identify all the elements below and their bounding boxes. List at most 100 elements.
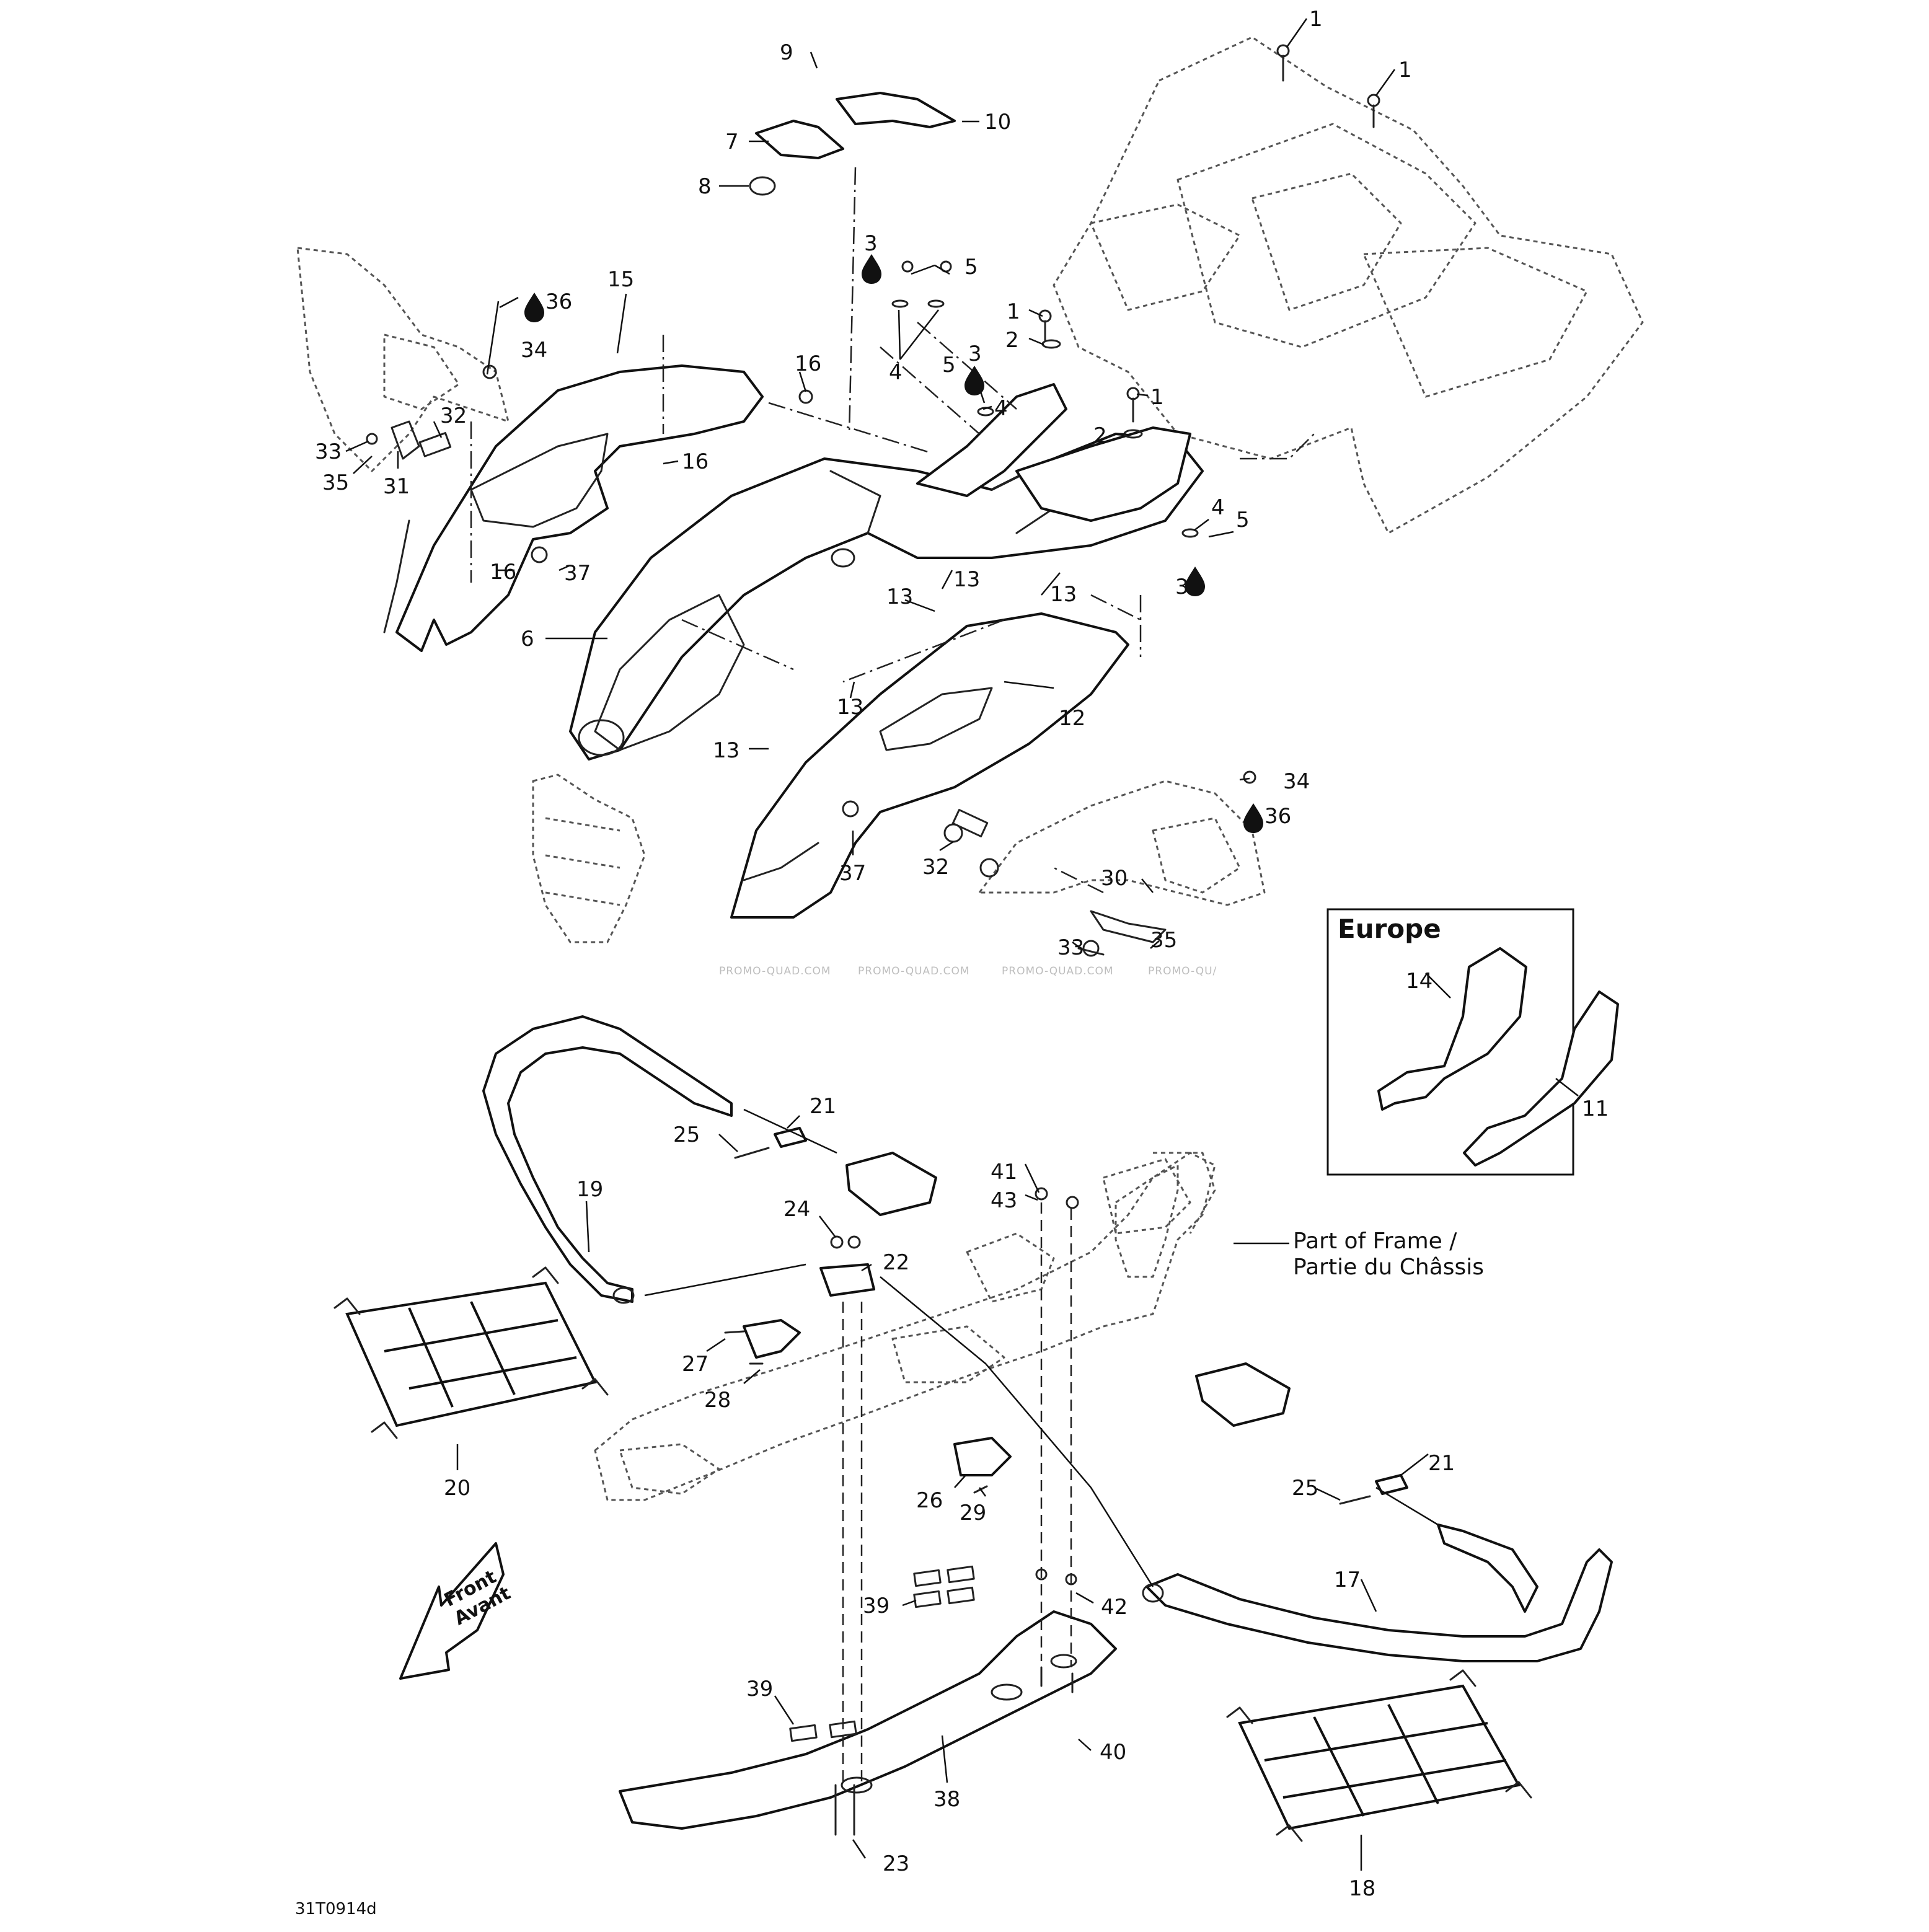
right-footrest-18	[1226, 1669, 1532, 1842]
europe-inset: Europe	[1326, 908, 1619, 1176]
bottom-fasteners	[724, 1147, 1371, 1836]
callout-9: 9	[780, 40, 793, 65]
callout-5: 5	[1236, 508, 1250, 532]
callout-13: 13	[837, 695, 863, 720]
callout-10: 10	[984, 110, 1011, 135]
callout-20: 20	[444, 1476, 470, 1501]
callout-37: 37	[564, 561, 591, 586]
callout-18: 18	[1349, 1876, 1375, 1901]
callout-36: 36	[1265, 804, 1291, 829]
callout-35: 35	[322, 470, 349, 495]
callout-2: 2	[1005, 328, 1019, 353]
callout-32: 32	[922, 855, 949, 880]
callout-28: 28	[704, 1388, 731, 1413]
callout-19: 19	[576, 1177, 603, 1202]
callout-23: 23	[883, 1851, 909, 1876]
callout-3: 3	[1175, 575, 1189, 599]
frame-note: Part of Frame / Partie du Châssis	[1293, 1228, 1484, 1280]
callout-38: 38	[934, 1787, 960, 1812]
callout-41: 41	[991, 1160, 1017, 1184]
callout-13: 13	[1050, 582, 1077, 607]
drop-icon	[524, 293, 544, 322]
callout-30: 30	[1101, 866, 1128, 891]
top-fasteners	[482, 44, 1380, 957]
center-body-panel	[569, 433, 1204, 761]
callout-7: 7	[725, 130, 739, 154]
callout-15: 15	[607, 267, 634, 292]
rear-bracket	[916, 383, 1191, 522]
callout-39: 39	[863, 1594, 889, 1618]
callout-4: 4	[889, 360, 903, 385]
drop-icon	[1243, 803, 1263, 833]
watermark-text: PROMO-QU/	[1148, 965, 1217, 977]
watermark-text: PROMO-QUAD.COM	[1002, 965, 1114, 977]
callout-32: 32	[440, 404, 467, 428]
drawing-code: 31T0914d	[295, 1900, 377, 1918]
callout-35: 35	[1150, 928, 1177, 953]
callout-29: 29	[960, 1501, 986, 1525]
frame-side-plate-ghost	[1115, 1152, 1216, 1278]
callout-27: 27	[682, 1352, 708, 1377]
callout-25: 25	[673, 1123, 700, 1147]
callout-31: 31	[383, 474, 410, 499]
skid-plate-38	[619, 1610, 1117, 1830]
loctite-drops	[524, 254, 1263, 833]
callout-4: 4	[1211, 495, 1225, 520]
callout-5: 5	[964, 255, 978, 280]
callout-17: 17	[1334, 1568, 1361, 1592]
drop-icon	[862, 254, 881, 284]
front-direction-arrow: Front Avant	[399, 1542, 514, 1680]
callout-3: 3	[864, 231, 878, 256]
callout-21: 21	[1428, 1451, 1455, 1476]
right-bracket-30	[951, 809, 1167, 956]
callout-13: 13	[953, 567, 980, 592]
callout-6: 6	[521, 627, 534, 651]
callout-5: 5	[942, 353, 956, 377]
callout-1: 1	[1309, 7, 1323, 32]
left-footrest-20	[333, 1266, 609, 1439]
callout-12: 12	[1059, 706, 1085, 731]
callout-11: 11	[1582, 1096, 1609, 1121]
callout-13: 13	[886, 584, 913, 609]
callout-34: 34	[1283, 769, 1310, 794]
foot-pegs	[845, 1152, 1291, 1427]
callout-1: 1	[1150, 385, 1164, 410]
callout-25: 25	[1292, 1476, 1318, 1501]
callout-34: 34	[521, 338, 547, 363]
left-bumper-19	[482, 1015, 733, 1304]
frame-note-line1: Part of Frame /	[1293, 1228, 1457, 1254]
right-side-panel	[730, 612, 1129, 919]
callout-36: 36	[545, 289, 572, 314]
callout-labels: 1 1 1 1 2 2 3 3 3 4 4 4 5 5 5 6 7 8 9 10…	[315, 7, 1609, 1901]
callout-16: 16	[795, 351, 821, 376]
callout-26: 26	[916, 1488, 943, 1513]
callout-3: 3	[968, 342, 982, 366]
callout-42: 42	[1101, 1595, 1128, 1620]
callout-40: 40	[1100, 1740, 1126, 1765]
callout-13: 13	[713, 738, 739, 763]
frame-ghost	[594, 1152, 1216, 1501]
arrow-left-icon	[399, 1542, 505, 1680]
front-left-mount-ghost	[296, 247, 510, 472]
frame-note-line2: Partie du Châssis	[1293, 1255, 1484, 1280]
callout-16: 16	[682, 449, 708, 474]
front-right-fender-ghost	[978, 780, 1266, 906]
drop-icon	[1185, 567, 1205, 596]
callout-33: 33	[315, 439, 342, 464]
left-front-fender	[383, 364, 764, 652]
callout-24: 24	[784, 1197, 810, 1222]
callout-1: 1	[1007, 299, 1020, 324]
top-cover-pieces	[749, 92, 956, 196]
drop-icon	[964, 366, 984, 395]
callout-39: 39	[746, 1677, 773, 1701]
callout-leaders	[345, 18, 1579, 1871]
callout-37: 37	[839, 861, 866, 886]
watermark-text: PROMO-QUAD.COM	[858, 965, 970, 977]
callout-33: 33	[1057, 935, 1084, 960]
bottom-assembly-lines	[644, 1108, 1439, 1785]
callout-14: 14	[1406, 969, 1432, 994]
europe-inset-title: Europe	[1338, 914, 1441, 944]
callout-43: 43	[991, 1188, 1017, 1213]
callout-1: 1	[1398, 58, 1412, 82]
